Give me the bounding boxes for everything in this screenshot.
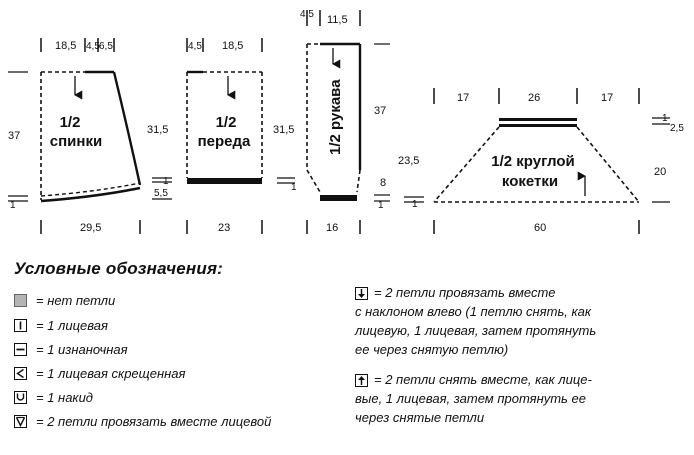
yoke-top-dim-2: 26: [528, 92, 540, 104]
legend-item-text: = 2 петли провязать вместе лицевой: [36, 413, 272, 429]
legend-item-twisted-knit: = 1 лицевая скрещенная: [14, 364, 185, 382]
legend-item-purl: = 1 изнаночная: [14, 340, 128, 358]
arrow-down-icon: [355, 287, 368, 300]
sleeve-piece: [277, 10, 390, 234]
sleeve-right-height-label: 37: [374, 105, 386, 117]
front-top-dim-1: 4,5: [188, 41, 202, 52]
front-title-line2: переда: [198, 133, 251, 150]
legend-item-no-stitch: = нет петли: [14, 291, 115, 309]
less-than-icon: [14, 366, 27, 380]
back-height-label: 37: [8, 130, 20, 142]
gray-square-icon: [14, 293, 27, 307]
sleeve-top-dim-1: 4,5: [300, 9, 314, 20]
note-line: = 2 петли снять вместе, как лице-: [374, 372, 592, 387]
legend-item-knit: = 1 лицевая: [14, 316, 108, 334]
sleeve-top-dim-2: 11,5: [327, 14, 348, 26]
back-title-line1: 1/2: [60, 114, 81, 131]
front-top-dim-2: 18,5: [222, 40, 243, 52]
yoke-right-top-label-2: 2,5: [670, 123, 684, 134]
sleeve-title: 1/2 рукава: [327, 79, 344, 155]
back-width-label: 29,5: [80, 222, 101, 234]
legend-item-yarn-over: = 1 накид: [14, 388, 93, 406]
yoke-right-top-label-1: 1: [662, 113, 668, 124]
yoke-left-height-label: 23,5: [398, 155, 419, 167]
sleeve-cuff-height-label: 8: [380, 177, 386, 189]
back-top-dim-2: 4,5: [86, 41, 100, 52]
yoke-top-dim-3: 17: [601, 92, 613, 104]
yoke-title-line1: 1/2 круглой: [491, 153, 574, 170]
sleeve-right-bottom-label: 1: [378, 200, 384, 211]
pattern-schematic: 18,5 4,5 6,5 37 1 29,5 1/2 спинки 4,5 18…: [8, 9, 684, 234]
yoke-title-line2: кокетки: [502, 173, 558, 190]
yoke-width-label: 60: [534, 222, 546, 234]
front-width-label: 23: [218, 222, 230, 234]
note-line: через снятые петли: [355, 410, 485, 425]
vertical-bar-icon: [14, 318, 27, 332]
note-line: с наклоном влево (1 петлю снять, как: [355, 304, 592, 319]
front-height-label: 31,5: [147, 124, 168, 136]
legend-note-sk2p: = 2 петли снять вместе, как лице- вые, 1…: [355, 370, 592, 427]
front-piece: [152, 38, 263, 234]
note-line: = 2 петли провязать вместе: [374, 285, 556, 300]
back-bottom-offset-label: 1: [10, 200, 16, 211]
horizontal-bar-icon: [14, 342, 27, 356]
yoke-piece: [404, 88, 670, 234]
legend-item-text: = 1 изнаночная: [36, 341, 128, 357]
back-top-dim-3: 6,5: [99, 41, 113, 52]
legend-item-text: = 1 лицевая: [36, 317, 108, 333]
front-title-line1: 1/2: [216, 114, 237, 131]
arrow-up-icon: [355, 374, 368, 387]
sleeve-width-label: 16: [326, 222, 338, 234]
legend-title: Условные обозначения:: [14, 259, 224, 278]
front-rib-height-label: 5,5: [154, 188, 168, 199]
legend-item-k2tog: = 2 петли провязать вместе лицевой: [14, 412, 271, 430]
note-line: лицевую, 1 лицевая, затем протянуть: [355, 323, 597, 338]
legend-item-text: = 1 лицевая скрещенная: [36, 365, 186, 381]
note-line: ее через снятую петлю): [355, 342, 509, 357]
back-piece: [8, 38, 142, 234]
v-triangle-icon: [14, 414, 27, 428]
yoke-right-height-label: 20: [654, 166, 666, 178]
legend-note-ssk: = 2 петли провязать вместе с наклоном вл…: [355, 283, 596, 359]
legend-item-text: = нет петли: [36, 292, 116, 308]
sleeve-left-height-label: 31,5: [273, 124, 294, 136]
yoke-top-dim-1: 17: [457, 92, 469, 104]
u-shape-icon: [14, 390, 27, 404]
yoke-left-bottom-label: 1: [412, 199, 418, 210]
note-line: вые, 1 лицевая, затем протянуть ее: [355, 391, 586, 406]
sleeve-left-bottom-label: 1: [291, 182, 297, 193]
legend-item-text: = 1 накид: [36, 389, 93, 405]
back-title-line2: спинки: [50, 133, 102, 150]
front-small-offset-label: 1: [163, 176, 169, 187]
back-top-dim-1: 18,5: [55, 40, 76, 52]
